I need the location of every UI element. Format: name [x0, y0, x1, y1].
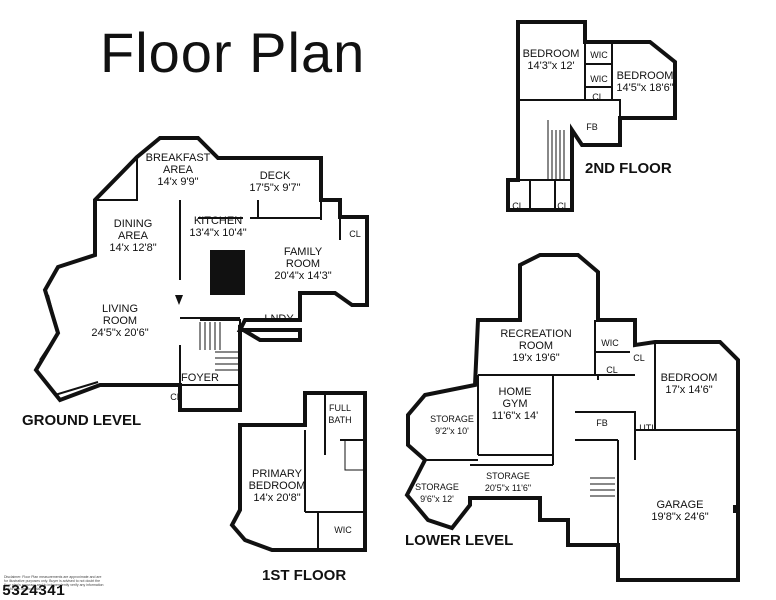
- room-dining: DINING AREA 14'x 12'8": [109, 218, 156, 254]
- stairs-lower: [590, 477, 615, 497]
- room-name: STORAGE: [486, 471, 530, 481]
- room-dim: 20'4"x 14'3": [274, 270, 332, 282]
- ground-interior-walls: [95, 157, 341, 386]
- room-dim: 9'6"x 12': [420, 494, 454, 504]
- room-dim: 20'5"x 11'6": [484, 483, 532, 493]
- room-bedroom-2b: BEDROOM 14'5"x 18'6": [616, 70, 673, 94]
- room-closet: CL: [170, 392, 182, 402]
- room-name: FAMILY ROOM: [283, 246, 323, 270]
- room-storage-a: STORAGE 9'2"x 10': [430, 413, 474, 437]
- room-storage-b: STORAGE 9'6"x 12': [415, 481, 459, 505]
- room-lndy: LNDY: [264, 313, 294, 325]
- room-closet: CL: [512, 201, 524, 211]
- room-dim: 17'x 14'6": [665, 384, 713, 396]
- room-foyer: FOYER: [181, 372, 219, 384]
- room-closet: CL: [606, 365, 618, 375]
- room-full-bath: FB: [586, 122, 598, 132]
- room-full-bath: FULL BATH: [328, 402, 351, 426]
- room-name: BREAKFAST AREA: [145, 152, 211, 176]
- room-wic: WIC: [590, 74, 608, 84]
- room-family: FAMILY ROOM 20'4"x 14'3": [274, 246, 331, 282]
- second-floor-outline: [506, 20, 677, 212]
- first-interior-walls: [304, 393, 365, 550]
- room-dim: 14'x 9'9": [157, 176, 199, 188]
- room-name: BEDROOM: [616, 70, 674, 82]
- room-name: BEDROOM: [522, 48, 580, 60]
- stairs-second: [547, 120, 565, 180]
- level-label-ground: GROUND LEVEL: [22, 412, 142, 429]
- room-garage: GARAGE 19'8"x 24'6": [651, 499, 708, 523]
- level-label-second: 2ND FLOOR: [585, 160, 672, 177]
- level-label-lower: LOWER LEVEL: [405, 532, 514, 549]
- room-dim: 17'5"x 9'7": [249, 182, 301, 194]
- room-name: STORAGE: [430, 414, 474, 424]
- second-interior-walls: [518, 42, 621, 210]
- room-bedroom-2a: BEDROOM 14'3"x 12': [523, 48, 580, 72]
- room-wic: WIC: [601, 338, 619, 348]
- listing-id: 5324341: [2, 583, 66, 600]
- room-name: RECREATION ROOM: [500, 328, 572, 352]
- room-closet: CL: [557, 201, 569, 211]
- room-name: BEDROOM: [660, 372, 718, 384]
- fireplace: [210, 250, 245, 295]
- room-name: KITCHEN: [193, 215, 243, 227]
- room-primary-bedroom: PRIMARY BEDROOM 14'x 20'8": [249, 468, 306, 504]
- room-dim: 9'2"x 10': [435, 426, 469, 436]
- room-dim: 11'6"x 14': [491, 410, 539, 422]
- room-name: FULL BATH: [328, 403, 352, 425]
- room-dim: 14'3"x 12': [527, 60, 575, 72]
- disclaimer-text: Disclaimer: Floor Plan measurements are …: [4, 575, 104, 591]
- room-closet: CL: [592, 92, 604, 102]
- stairs-ground: [199, 322, 240, 371]
- room-storage-c: STORAGE 20'5"x 11'6": [485, 470, 531, 494]
- room-full-bath: FB: [596, 418, 608, 428]
- room-breakfast: BREAKFAST AREA 14'x 9'9": [146, 152, 211, 188]
- garage-door-marker: [733, 505, 737, 513]
- room-name: LIVING ROOM: [101, 303, 139, 327]
- room-kitchen: KITCHEN 13'4"x 10'4": [189, 215, 246, 239]
- room-name: DECK: [259, 170, 291, 182]
- lower-interior-walls: [425, 320, 738, 580]
- room-name: DINING AREA: [113, 218, 153, 242]
- page-title: Floor Plan: [100, 21, 366, 84]
- room-dim: 19'8"x 24'6": [651, 511, 709, 523]
- room-deck: DECK 17'5"x 9'7": [249, 170, 300, 194]
- room-name: STORAGE: [415, 482, 459, 492]
- room-recreation: RECREATION ROOM 19'x 19'6": [500, 328, 571, 364]
- fireplace-hearth: [175, 295, 183, 305]
- room-closet: CL: [349, 229, 361, 239]
- bathtub: [344, 439, 366, 471]
- room-name: HOME GYM: [498, 386, 532, 410]
- room-living: LIVING ROOM 24'5"x 20'6": [91, 303, 148, 339]
- room-name: GARAGE: [656, 499, 704, 511]
- room-wic: WIC: [590, 50, 608, 60]
- room-dim: 19'x 19'6": [512, 352, 560, 364]
- room-wic: WIC: [334, 525, 352, 535]
- living-bay: [35, 294, 99, 397]
- room-dim: 14'x 12'8": [109, 242, 157, 254]
- room-dim: 14'5"x 18'6": [616, 82, 674, 94]
- room-utility: UTIL: [639, 423, 659, 433]
- room-dim: 14'x 20'8": [253, 492, 301, 504]
- room-name: PRIMARY BEDROOM: [248, 468, 306, 492]
- room-home-gym: HOME GYM 11'6"x 14': [492, 386, 538, 422]
- room-dim: 24'5"x 20'6": [91, 327, 149, 339]
- lower-level-outline: [404, 253, 740, 582]
- room-closet: CL: [633, 353, 645, 363]
- level-label-first: 1ST FLOOR: [262, 567, 347, 584]
- room-dim: 13'4"x 10'4": [189, 227, 247, 239]
- room-bedroom-lower: BEDROOM 17'x 14'6": [661, 372, 718, 396]
